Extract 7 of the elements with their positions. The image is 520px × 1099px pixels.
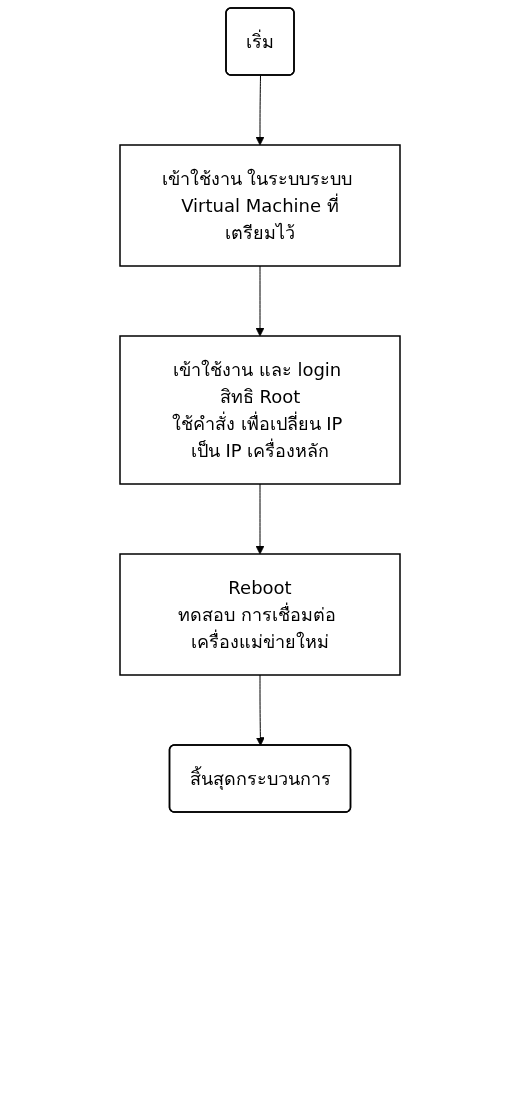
arrow bbox=[255, 75, 265, 146]
arrow bbox=[255, 265, 265, 337]
node-box: Reboot ทดสอบ การเชื่อมต่อ เครื่องแม่ข่ายใหม่ bbox=[119, 553, 401, 676]
node-box: เข้าใช้งาน ในระบบระบบ Virtual Machine ที่เตรียมไว้ bbox=[119, 144, 401, 267]
arrow bbox=[255, 483, 265, 555]
node-box: เข้าใช้งาน และ login สิทธิ Root ใช้คำสั่ง เพื่อเปลี่ยน IP เป็น IP เครื่องหลัก bbox=[119, 335, 401, 485]
arrow bbox=[256, 674, 265, 746]
